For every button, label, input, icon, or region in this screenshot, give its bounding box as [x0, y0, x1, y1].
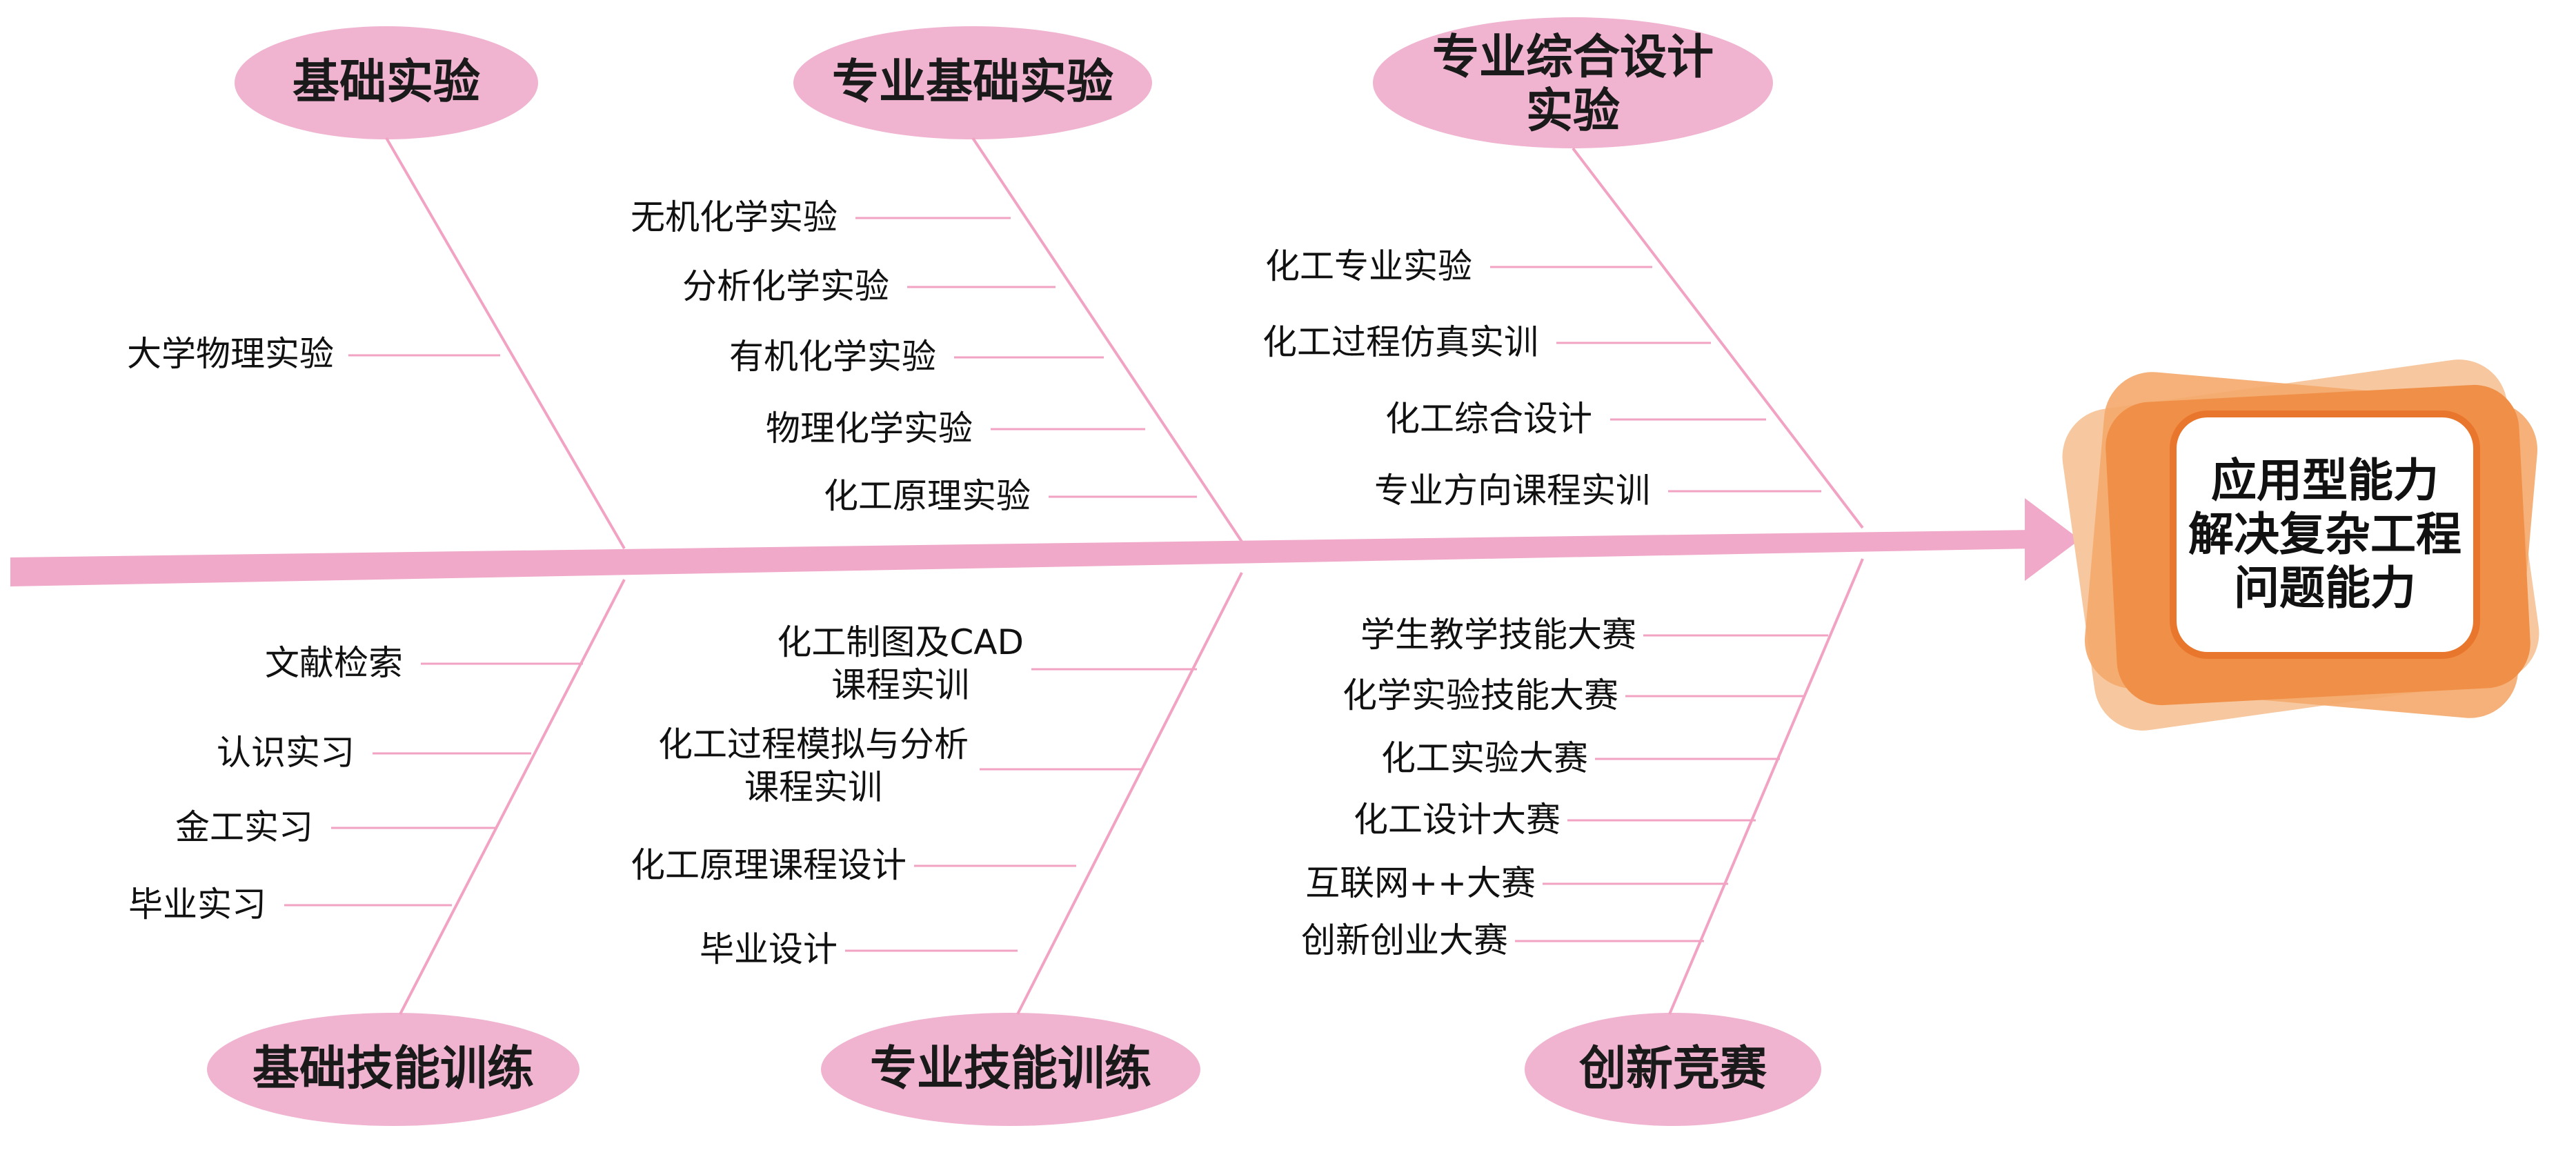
bone-label: 化工原理课程设计 [631, 845, 906, 885]
bone-label: 化学实验技能大赛 [1343, 675, 1618, 715]
bone-label: 无机化学实验 [631, 197, 838, 237]
category-bone [1572, 147, 1864, 529]
bone-label: 专业方向课程实训 [1374, 471, 1650, 511]
goal-inner-box [2170, 411, 2480, 659]
bone-label: 化工专业实验 [1265, 246, 1472, 286]
category-ellipse [207, 1013, 579, 1126]
category-bone [971, 137, 1243, 543]
bone-label: 分析化学实验 [682, 266, 889, 306]
spine-arrowhead [2025, 498, 2080, 581]
bone-label: 互联网++大赛 [1305, 863, 1536, 903]
bone-label: 化工原理实验 [824, 476, 1031, 516]
goal-text: 应用型能力 解决复杂工程 问题能力 [2188, 454, 2461, 615]
bone-label: 化工综合设计 [1385, 399, 1592, 439]
category-ellipse [793, 26, 1152, 139]
category-ellipse [235, 26, 538, 139]
bone-label: 化工实验大赛 [1381, 738, 1588, 778]
bone-label: 化工制图及CAD 课程实训 [777, 622, 1024, 705]
spine [10, 530, 2035, 586]
category-ellipse [1373, 17, 1773, 148]
bone-label: 毕业实习 [128, 884, 266, 924]
bone-label: 化工过程模拟与分析 课程实训 [658, 724, 969, 807]
category-ellipse [1525, 1013, 1821, 1126]
bone-label: 化工过程仿真实训 [1262, 322, 1538, 362]
bone-label: 认识实习 [217, 733, 355, 773]
bone-label: 学生教学技能大赛 [1360, 615, 1636, 655]
bone-label: 文献检索 [265, 643, 403, 683]
bone-label: 化工设计大赛 [1354, 800, 1561, 840]
category-bone [1016, 572, 1243, 1015]
bone-label: 毕业设计 [700, 929, 838, 969]
bone-label: 有机化学实验 [729, 337, 936, 377]
category-bone [385, 137, 626, 550]
bone-label: 大学物理实验 [127, 334, 334, 374]
bone-label: 创新创业大赛 [1301, 920, 1508, 960]
bone-label: 金工实习 [175, 807, 313, 847]
category-bone [399, 579, 626, 1015]
bone-label: 物理化学实验 [766, 408, 973, 448]
category-bone [1668, 558, 1864, 1015]
category-ellipse [821, 1013, 1200, 1126]
